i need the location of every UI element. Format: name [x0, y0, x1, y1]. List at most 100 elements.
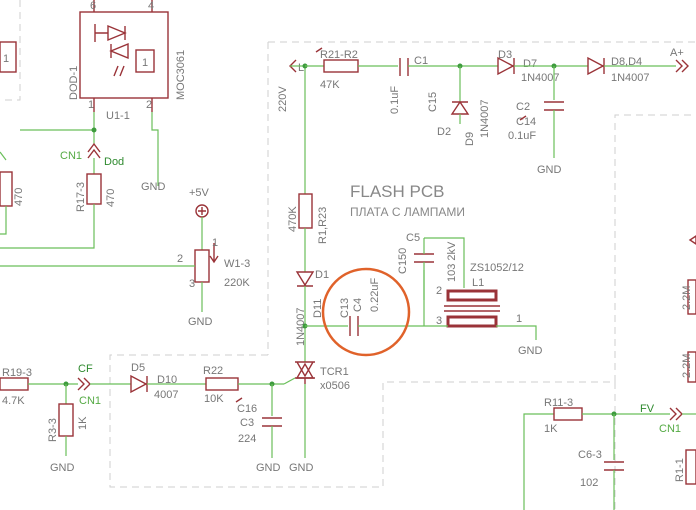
fv-connector-symbol [669, 407, 683, 421]
left-edge-label: 1 [3, 53, 9, 65]
d5-part: 4007 [154, 389, 178, 401]
c4-alt-ref: C13 [339, 298, 351, 318]
d3-alt-ref: D7 [523, 58, 537, 70]
resistor-left-470[interactable] [0, 171, 13, 207]
transformer-l1[interactable] [444, 289, 500, 328]
aplus-label: A+ [670, 47, 684, 59]
l1-ref: L1 [472, 277, 484, 289]
l-terminal-label: L [298, 62, 304, 74]
capacitor-c5[interactable] [414, 253, 434, 263]
d1-part: 1N4007 [295, 307, 307, 346]
c2-value: 0.1uF [508, 130, 536, 142]
c3-ref: C3 [240, 417, 254, 429]
l1-pin2: 2 [436, 285, 442, 297]
triac-tcr1[interactable] [295, 361, 315, 384]
d8-ref: D8,D4 [611, 56, 642, 68]
c1-alt-ref: C15 [427, 92, 439, 112]
r19-value: 4.7K [2, 395, 25, 407]
l1-pin3: 3 [436, 315, 442, 327]
cf-connector-label: CF [78, 363, 93, 375]
d3-part: 1N4007 [521, 72, 560, 84]
diode-d2[interactable] [450, 100, 470, 115]
w1-ref: W1-3 [224, 258, 250, 270]
r17-ref: R17-3 [75, 182, 87, 212]
right-22m-a-value: 2.2M [681, 286, 693, 310]
right-22m-b-value: 2.2M [681, 354, 693, 378]
left-edge-component [0, 41, 17, 73]
plus5v-label: +5V [189, 187, 210, 199]
diode-d5[interactable] [130, 374, 148, 394]
opto-ref: U1-1 [106, 110, 130, 122]
fv-connector-label: FV [640, 403, 655, 415]
d1-ref: D1 [315, 269, 329, 281]
gnd-r3: GND [50, 462, 75, 474]
dod-connector-label: Dod [104, 156, 124, 168]
gnd-c2: GND [537, 164, 562, 176]
board-title: FLASH PCB [350, 182, 444, 201]
diode-d1[interactable] [295, 271, 315, 287]
opto-name: DOD-1 [68, 66, 80, 100]
r1-ref: R1,R23 [317, 207, 329, 244]
opto-pin6: 6 [90, 0, 96, 12]
w1-pin1: 1 [212, 237, 218, 249]
tcr1-part: x0506 [320, 380, 350, 392]
board-subtitle: ПЛАТА С ЛАМПАМИ [350, 205, 465, 219]
capacitor-c4[interactable] [349, 316, 359, 336]
r3-value: 1K [77, 416, 89, 430]
opto-pin4: 4 [148, 0, 154, 12]
r17-value: 470 [105, 189, 117, 207]
c6-ref: C6-3 [578, 449, 602, 461]
r3-ref: R3-3 [47, 418, 59, 442]
capacitor-c1[interactable] [399, 58, 409, 76]
r21-value: 47K [320, 79, 340, 91]
d5-alt-ref: D10 [157, 374, 177, 386]
gnd-opto: GND [141, 181, 166, 193]
opto-pin1: 1 [88, 99, 94, 111]
resistor-r3[interactable] [58, 403, 74, 437]
c2-ref: C2 [516, 101, 530, 113]
w1-value: 220K [224, 277, 250, 289]
w1-pin2: 2 [177, 253, 183, 265]
tcr1-ref: TCR1 [320, 366, 349, 378]
r21-ref: R21-R2 [320, 49, 358, 61]
c2-alt-ref: C14 [516, 116, 536, 128]
opto-part: MOC3061 [175, 50, 187, 100]
optocoupler-moc3061[interactable]: 1 [79, 0, 169, 112]
resistor-r21[interactable] [323, 59, 359, 73]
resistor-r11[interactable] [553, 407, 583, 421]
r1-right-ref: R1-1 [674, 458, 686, 482]
d2-alt-ref: D9 [464, 132, 476, 146]
c4-value: 0.22uF [369, 277, 381, 312]
c1-value: 0.1uF [389, 86, 401, 114]
l1-part: ZS1052/12 [470, 262, 524, 274]
resistor-right-22m-b[interactable] [687, 351, 696, 383]
d5-ref: D5 [131, 362, 145, 374]
resistor-r19[interactable] [0, 377, 29, 391]
resistor-r1-right[interactable] [685, 449, 696, 485]
aplus-connector [675, 59, 689, 73]
l1-pin1: 1 [516, 313, 522, 325]
potentiometer-w1[interactable] [194, 249, 210, 283]
d3-ref: D3 [498, 49, 512, 61]
right-edge-arrow [688, 235, 696, 245]
c5-ref: C5 [406, 232, 420, 244]
c4-ref: C4 [352, 298, 364, 312]
c5-value: 103 2kV [446, 241, 458, 282]
resistor-r17[interactable] [86, 173, 102, 205]
r22-value: 10K [204, 393, 224, 405]
cf-connector-symbol [77, 377, 91, 391]
resistor-right-22m-a[interactable] [687, 279, 696, 315]
resistor-r22[interactable] [205, 377, 239, 391]
fv-connector-ref: CN1 [659, 423, 681, 435]
capacitor-c2[interactable] [544, 101, 564, 111]
resistor-r1[interactable] [298, 193, 313, 229]
capacitor-c3[interactable] [262, 417, 282, 427]
d8-part: 1N4007 [611, 72, 650, 84]
d1-alt-ref: D11 [312, 299, 324, 318]
gnd-c3: GND [256, 462, 281, 474]
capacitor-c6[interactable] [604, 461, 624, 471]
d2-ref: D2 [437, 126, 451, 138]
diode-d8[interactable] [587, 56, 605, 76]
